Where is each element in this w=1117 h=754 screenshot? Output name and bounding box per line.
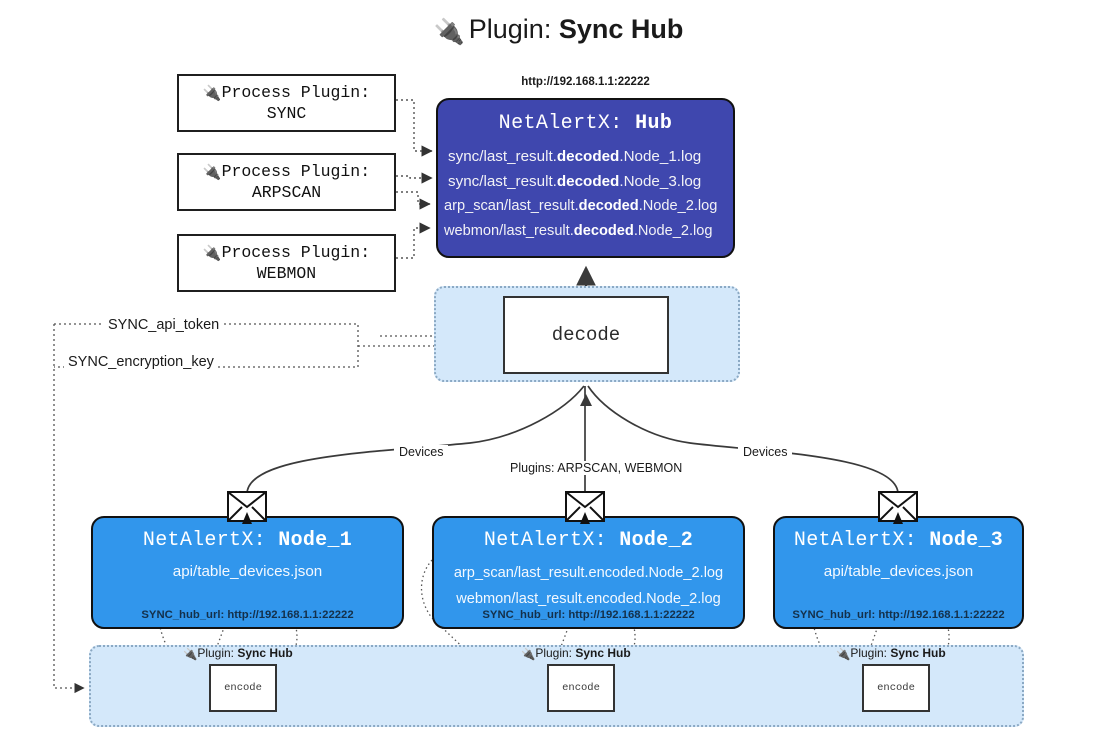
node-line-list: api/table_devices.json: [775, 560, 1022, 584]
node-hub-url: SYNC_hub_url: http://192.168.1.1:22222: [482, 609, 695, 621]
process-plugin-name: SYNC: [266, 104, 307, 124]
hub-url-label: http://192.168.1.1:22222: [521, 76, 650, 88]
hub-title: NetAlertX: Hub: [498, 112, 673, 135]
node-1[interactable]: NetAlertX: Node_1 api/table_devices.json…: [91, 516, 404, 629]
envelope-icon: [227, 491, 267, 527]
node-title: NetAlertX: Node_2: [483, 529, 694, 552]
sync-api-token-label: SYNC_api_token: [104, 317, 224, 333]
plug-icon: 🔌: [202, 83, 222, 102]
edge-label-devices-left: Devices: [394, 445, 449, 459]
envelope-icon: [565, 491, 605, 527]
hub-log-item: arp_scan/last_result.decoded.Node_2.log: [444, 198, 718, 214]
envelope-icon: [878, 491, 918, 527]
page-title-name: Sync Hub: [558, 14, 684, 44]
node-line-list: arp_scan/last_result.encoded.Node_2.log …: [434, 560, 743, 612]
process-plugin-name: ARPSCAN: [251, 183, 322, 203]
node-title: NetAlertX: Node_1: [142, 529, 353, 552]
page-title: 🔌Plugin: Sync Hub: [0, 14, 1117, 47]
plug-icon: 🔌: [521, 649, 536, 661]
plug-icon: 🔌: [433, 18, 465, 46]
process-plugin-line1: 🔌Process Plugin:: [202, 242, 371, 262]
hub-log-item: sync/last_result.decoded.Node_3.log: [448, 173, 702, 190]
decode-box[interactable]: decode: [503, 296, 669, 374]
hub-log-list: sync/last_result.decoded.Node_1.log sync…: [438, 144, 733, 244]
encode-box-node-2[interactable]: encode: [547, 664, 615, 712]
sync-encryption-key-label: SYNC_encryption_key: [64, 354, 218, 370]
edge-label-plugins: Plugins: ARPSCAN, WEBMON: [505, 461, 688, 475]
plug-icon: 🔌: [202, 162, 222, 181]
hub-log-item: webmon/last_result.decoded.Node_2.log: [444, 223, 713, 239]
process-plugin-line1: 🔌Process Plugin:: [202, 161, 371, 181]
node-line: api/table_devices.json: [172, 563, 323, 580]
process-plugin-sync[interactable]: 🔌Process Plugin: SYNC: [177, 74, 396, 132]
plug-icon: 🔌: [202, 243, 222, 262]
node-title: NetAlertX: Node_3: [793, 529, 1004, 552]
encode-box-node-3[interactable]: encode: [862, 664, 930, 712]
encode-box-node-1[interactable]: encode: [209, 664, 277, 712]
node-3[interactable]: NetAlertX: Node_3 api/table_devices.json…: [773, 516, 1024, 629]
edge-label-devices-right: Devices: [738, 445, 793, 459]
node-line: arp_scan/last_result.encoded.Node_2.log: [453, 565, 724, 581]
encoder-plugin-tag: 🔌Plugin: Sync Hub: [183, 646, 293, 661]
node-2[interactable]: NetAlertX: Node_2 arp_scan/last_result.e…: [432, 516, 745, 629]
hub-node[interactable]: NetAlertX: Hub sync/last_result.decoded.…: [436, 98, 735, 258]
hub-log-item: sync/last_result.decoded.Node_1.log: [448, 148, 702, 165]
encoder-plugin-tag: 🔌Plugin: Sync Hub: [836, 646, 946, 661]
process-plugin-name: WEBMON: [256, 264, 317, 284]
process-plugin-arpscan[interactable]: 🔌Process Plugin: ARPSCAN: [177, 153, 396, 211]
process-plugin-line1: 🔌Process Plugin:: [202, 82, 371, 102]
page-title-prefix: Plugin:: [468, 14, 552, 44]
node-hub-url: SYNC_hub_url: http://192.168.1.1:22222: [792, 609, 1005, 621]
encoder-plugin-tag: 🔌Plugin: Sync Hub: [521, 646, 631, 661]
node-line: api/table_devices.json: [823, 563, 974, 580]
node-line-list: api/table_devices.json: [93, 560, 402, 584]
node-line: webmon/last_result.encoded.Node_2.log: [456, 591, 721, 607]
process-plugin-webmon[interactable]: 🔌Process Plugin: WEBMON: [177, 234, 396, 292]
plug-icon: 🔌: [836, 649, 851, 661]
node-hub-url: SYNC_hub_url: http://192.168.1.1:22222: [141, 609, 354, 621]
plug-icon: 🔌: [183, 649, 198, 661]
